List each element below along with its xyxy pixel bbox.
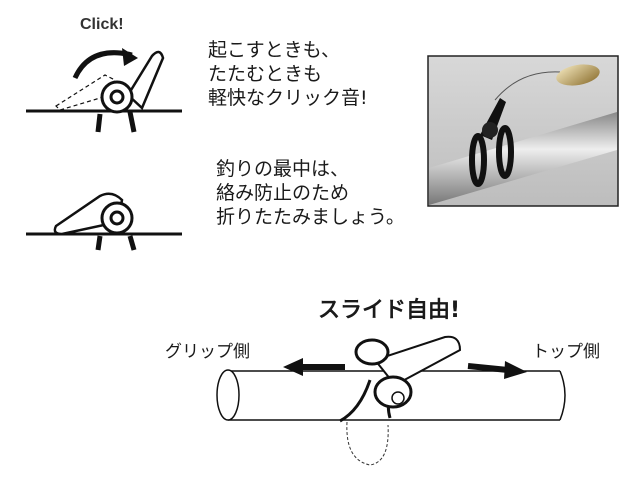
click-label: Click! (80, 16, 124, 33)
slide-title: スライド自由! (318, 298, 461, 323)
arrow-right-icon (467, 363, 509, 373)
grip-side-label: グリップ側 (165, 342, 250, 362)
caption-line: 釣りの最中は、 (216, 158, 350, 180)
caption-line: 起こすときも、 (208, 39, 341, 61)
caption-line: たたむときも (208, 63, 323, 85)
caption-line: 折りたたみましょう。 (216, 206, 405, 228)
caption-fold: 釣りの最中は、 絡み防止のため 折りたたみましょう。 (216, 157, 405, 229)
top-side-label: トップ側 (532, 342, 600, 362)
keeper-folded-illustration (26, 192, 182, 251)
slide-illustration (216, 335, 566, 466)
product-photo (427, 55, 619, 207)
caption-click-sound: 起こすときも、 たたむときも 軽快なクリック音! (208, 38, 368, 110)
caption-line: 軽快なクリック音! (208, 87, 368, 109)
keeper-open-illustration (26, 48, 182, 133)
caption-line: 絡み防止のため (216, 182, 350, 204)
